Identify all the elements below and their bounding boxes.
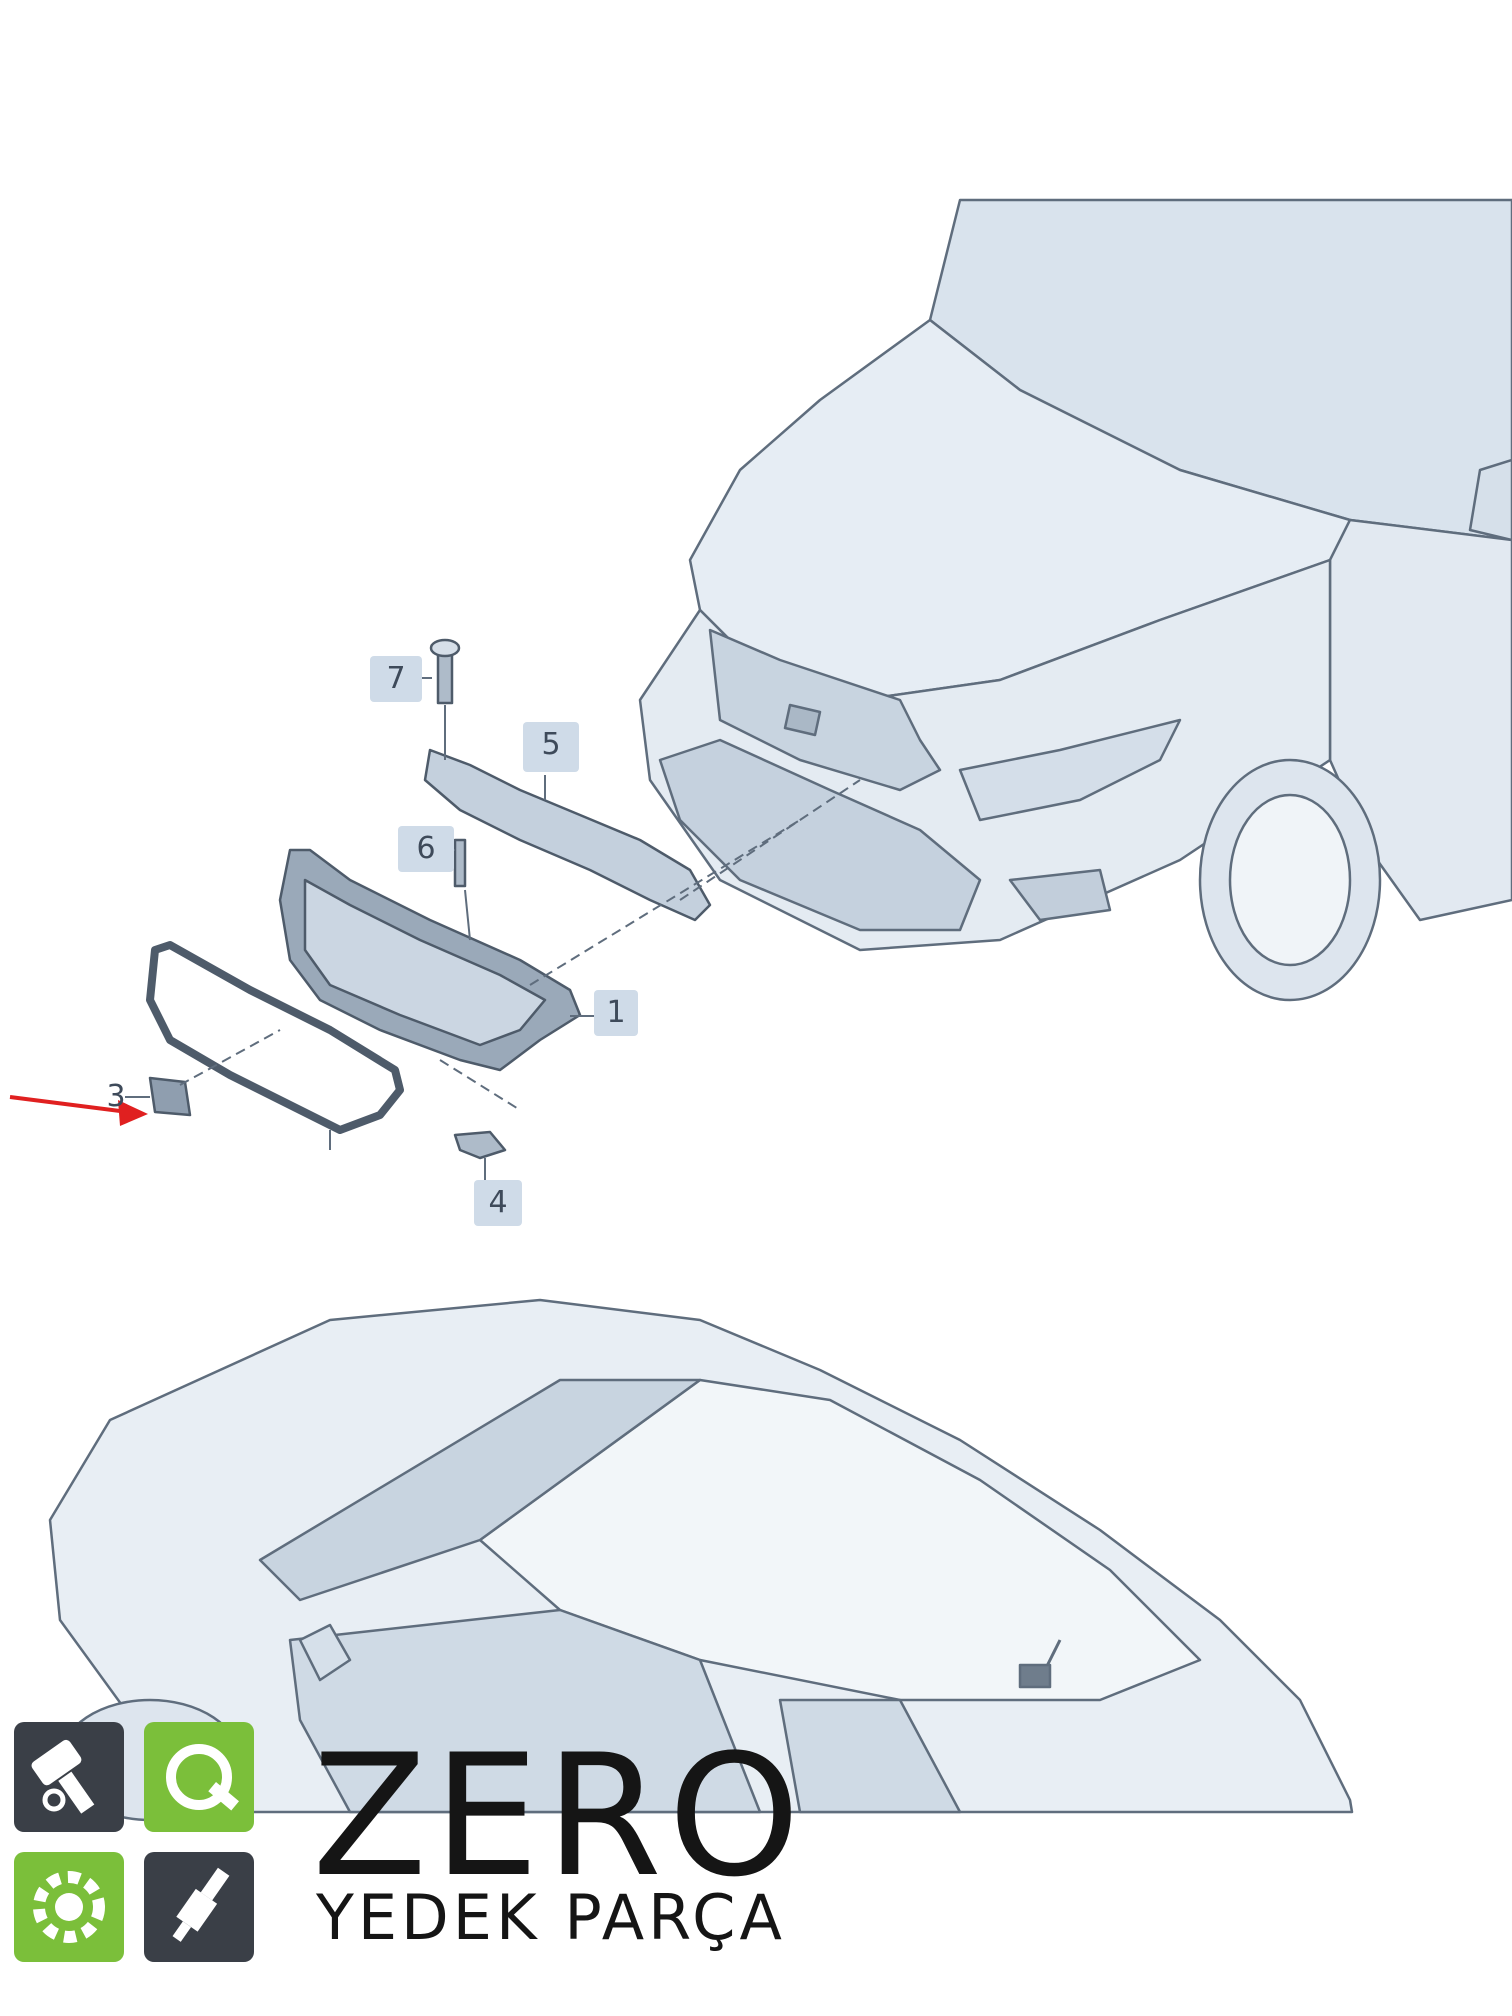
brand-tagline: YEDEK PARÇA (316, 1881, 786, 1954)
callout-label-1: 1 (594, 990, 638, 1036)
part-7-pin (436, 653, 454, 705)
wrench-gear-icon (166, 1744, 239, 1811)
wrench-gear-tile (144, 1722, 254, 1832)
part-5-bracket (423, 748, 712, 922)
grille-surround (146, 941, 404, 1134)
front-car-illustration (638, 198, 1512, 1002)
callout-label-3: 3 (106, 1079, 126, 1114)
callout-label-4: 4 (474, 1180, 522, 1226)
brand-name: ZERO (312, 1718, 807, 1914)
part-4-clip (453, 1130, 507, 1160)
part-6-screw (453, 838, 467, 888)
callout-label-5: 5 (523, 722, 579, 772)
exploded-parts (146, 638, 712, 1160)
part-3-emblem (148, 1076, 192, 1117)
spark-plug-tile (144, 1852, 254, 1962)
red-pointer-arrow (9, 1095, 148, 1126)
callout-label-6: 6 (398, 826, 454, 872)
gear-icon (33, 1871, 105, 1943)
spark-plug-icon (172, 1867, 230, 1942)
gear-tile (14, 1852, 124, 1962)
piston-tile (14, 1722, 124, 1832)
piston-icon (31, 1739, 95, 1814)
callout-label-7: 7 (370, 656, 422, 702)
